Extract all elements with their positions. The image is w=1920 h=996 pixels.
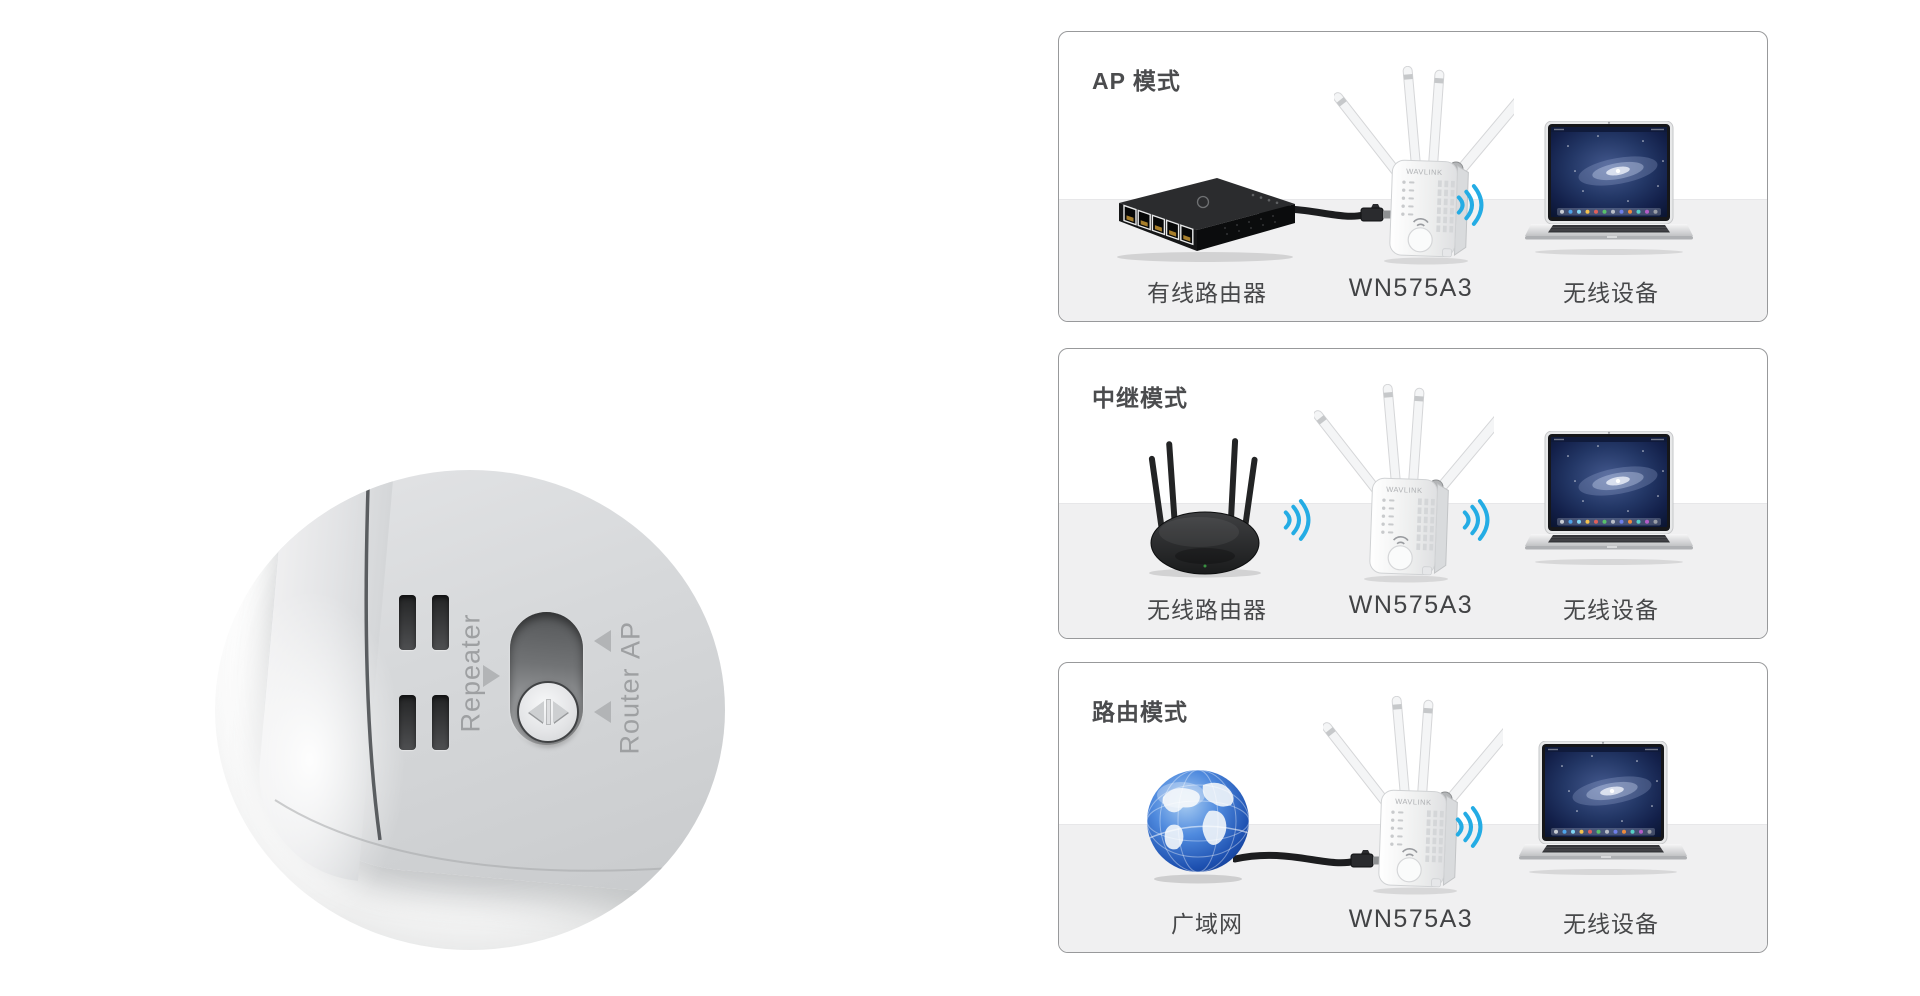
left-device-label: 广域网	[1171, 911, 1243, 937]
extender-brand-text: WAVLINK	[1386, 485, 1423, 495]
wifi-waves-icon	[1462, 499, 1490, 541]
right-device-label: 无线设备	[1563, 597, 1659, 623]
panel-ap-mode: WAVLINK	[1058, 31, 1768, 322]
vent-slot	[399, 595, 416, 650]
wifi-waves-icon	[1455, 806, 1483, 848]
wifi-waves-icon	[1283, 499, 1311, 541]
extender-illustration: WAVLINK	[1314, 384, 1494, 583]
ap-position-label: AP	[615, 620, 646, 660]
extender-model-label: WN575A3	[1348, 591, 1474, 619]
repeater-position-label: Repeater	[455, 613, 486, 733]
router-arrow-icon	[594, 701, 611, 723]
left-device-label: 有线路由器	[1147, 280, 1267, 306]
knob-left-triangle-icon	[528, 701, 544, 723]
knob-divider	[546, 700, 550, 724]
ap-arrow-icon	[594, 630, 611, 652]
laptop-illustration	[1525, 121, 1693, 255]
wireless-router-illustration	[1148, 438, 1261, 578]
left-device-label: 无线路由器	[1147, 597, 1267, 623]
laptop-illustration	[1519, 741, 1687, 875]
vent-slot	[399, 695, 416, 750]
knob-right-triangle-icon	[552, 701, 568, 723]
panel-title: 中继模式	[1092, 385, 1188, 411]
panel-title: AP 模式	[1092, 68, 1181, 94]
router-position-label: Router	[614, 667, 645, 755]
wifi-waves-icon	[1456, 184, 1484, 226]
repeater-arrow-icon	[483, 665, 500, 687]
right-device-label: 无线设备	[1563, 911, 1659, 937]
extender-illustration: WAVLINK	[1334, 66, 1514, 265]
extender-model-label: WN575A3	[1348, 274, 1474, 302]
extender-brand-text: WAVLINK	[1406, 167, 1443, 177]
mode-switch-photo: Repeater AP Router	[215, 470, 725, 950]
device-seam	[274, 487, 698, 872]
vent-slot	[432, 595, 449, 650]
internet-globe-illustration	[1147, 770, 1249, 884]
panel-title: 路由模式	[1092, 699, 1188, 725]
panel-router-mode: WAVLINK	[1058, 662, 1768, 953]
panel-repeater-mode: WAVLINK	[1058, 348, 1768, 639]
extender-model-label: WN575A3	[1348, 905, 1474, 933]
laptop-illustration	[1525, 431, 1693, 565]
wired-router-illustration	[1117, 178, 1295, 262]
extender-illustration: WAVLINK	[1323, 696, 1503, 895]
vent-slot	[432, 695, 449, 750]
extender-brand-text: WAVLINK	[1395, 797, 1432, 807]
right-device-label: 无线设备	[1563, 280, 1659, 306]
ethernet-cable-illustration	[1233, 850, 1383, 868]
mode-switch-knob	[517, 681, 579, 743]
